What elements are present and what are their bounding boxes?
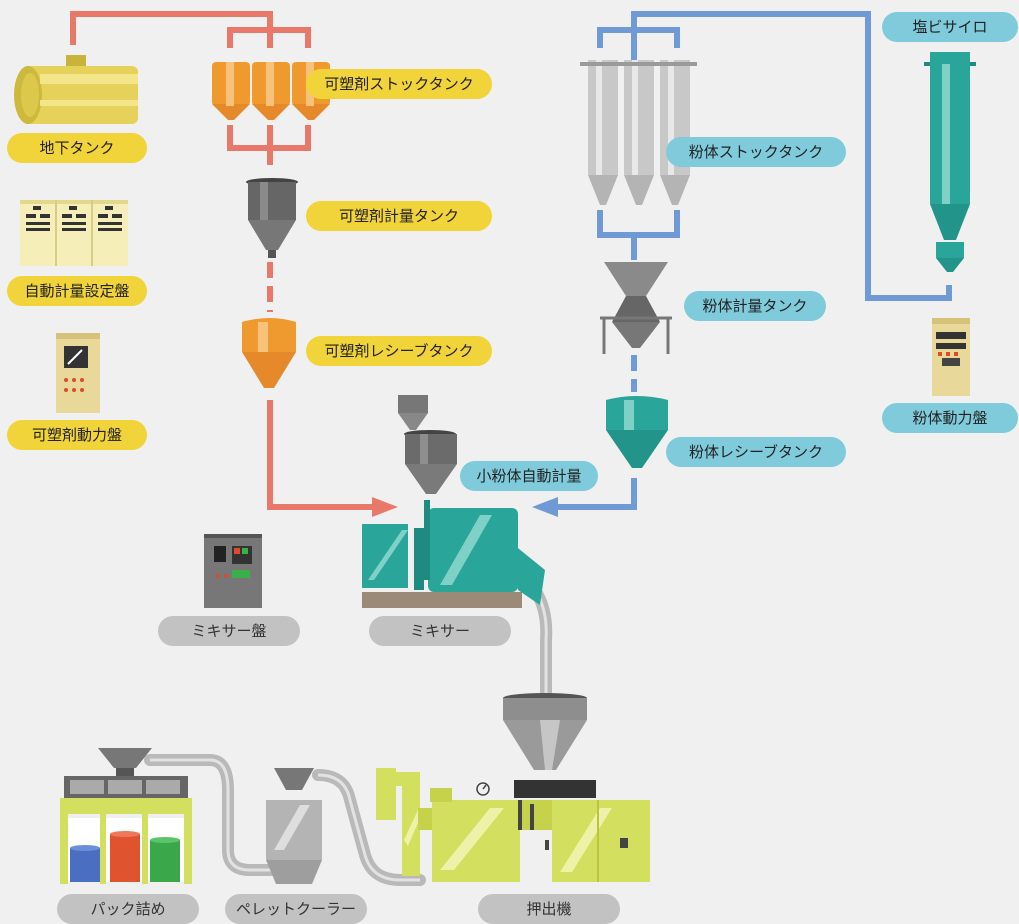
auto-weighing-panel-icon [20,200,128,266]
powder-weighing-tank-icon [600,262,672,354]
extruder-hopper-icon [503,693,596,798]
drum-icon [70,845,100,882]
label-small-powder-weighing: 小粉体自動計量 [460,461,598,491]
label-powder-weighing-tank: 粉体計量タンク [684,291,826,321]
plasticizer-pipes [70,11,375,510]
powder-pipes [555,11,952,510]
plasticizer-receive-tank-icon [242,318,296,388]
label-extruder: 押出機 [478,894,620,924]
label-plasticizer-receive-tank: 可塑剤レシーブタンク [306,336,492,366]
packing-icon [60,748,192,884]
plasticizer-power-panel-icon [56,333,100,413]
label-plasticizer-stock-tank: 可塑剤ストックタンク [306,69,492,99]
mixer-icon [362,500,545,608]
label-auto-weighing-panel: 自動計量設定盤 [7,276,147,306]
label-pellet-cooler: ペレットクーラー [225,894,367,924]
powder-arrow-icon [532,497,558,517]
gauge-icon [476,782,490,796]
small-powder-weighing-icon [398,395,457,494]
pvc-silo-icon [924,52,976,272]
pellet-cooler-icon [266,768,322,884]
mixer-panel-icon [204,534,262,608]
extruder-icon [376,768,650,882]
label-plasticizer-weighing-tank: 可塑剤計量タンク [306,201,492,231]
label-powder-receive-tank: 粉体レシーブタンク [666,437,846,467]
label-pvc-silo: 塩ビサイロ [882,12,1018,42]
label-plasticizer-power-panel: 可塑剤動力盤 [7,420,147,450]
label-packing: パック詰め [57,894,199,924]
powder-power-panel-icon [932,318,970,396]
plasticizer-arrow-icon [372,497,398,517]
powder-stock-tank-icon [580,60,697,205]
label-mixer: ミキサー [369,616,511,646]
label-mixer-panel: ミキサー盤 [158,616,300,646]
label-powder-stock-tank: 粉体ストックタンク [666,137,846,167]
underground-tank-icon [14,55,138,124]
plasticizer-weighing-tank-icon [246,178,298,258]
powder-receive-tank-icon [606,396,668,468]
label-powder-power-panel: 粉体動力盤 [882,403,1018,433]
label-underground-tank: 地下タンク [7,133,147,163]
